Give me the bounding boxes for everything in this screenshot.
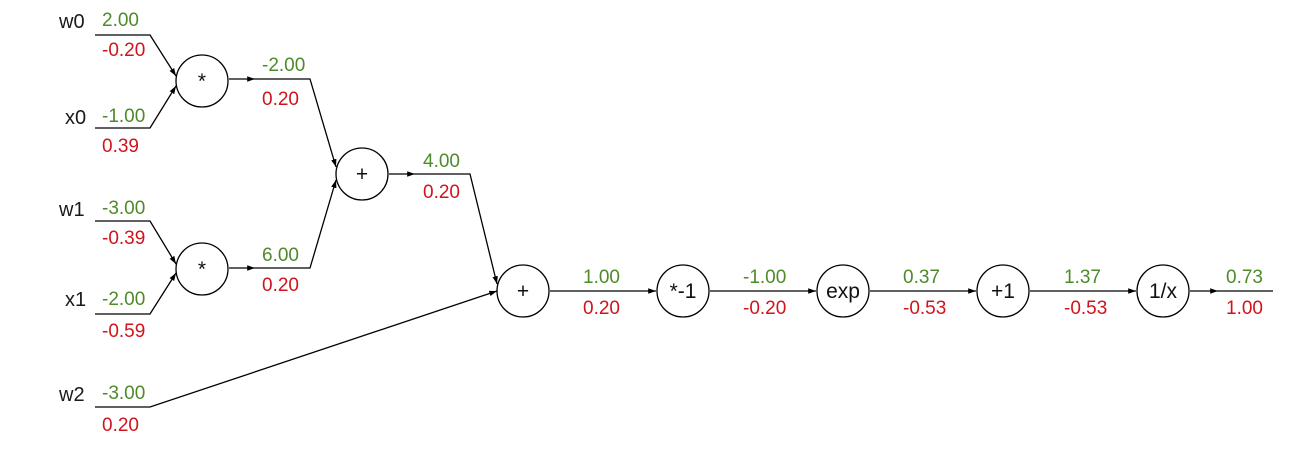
gate-label: +: [517, 280, 529, 303]
gate-add-0: +: [335, 147, 389, 201]
input-x1: x1 -2.00 -0.59: [65, 272, 177, 342]
input-label: w0: [58, 11, 85, 33]
edge-add0-out: 4.00 0.20: [389, 151, 498, 285]
gate-neg: *-1: [656, 264, 710, 318]
input-label: x1: [65, 289, 86, 311]
gate-label: *: [198, 70, 206, 93]
input-x0: x0 -1.00 0.39: [65, 85, 177, 157]
forward-value: -1.00: [743, 267, 786, 288]
forward-value: 1.00: [583, 267, 620, 288]
edge-mul0-out: -2.00 0.20: [229, 55, 337, 168]
wire: [415, 173, 498, 285]
gate-label: +1: [991, 280, 1015, 303]
gradient-value: 0.39: [102, 136, 139, 157]
input-label: w1: [58, 199, 85, 221]
gradient-value: -0.20: [743, 298, 786, 319]
gate-label: *: [198, 258, 206, 281]
input-label: w2: [58, 384, 85, 406]
gate-reciprocal: 1/x: [1136, 264, 1190, 318]
gate-mul-0: *: [175, 54, 229, 108]
input-wire: [95, 272, 177, 315]
gate-add-1: +: [496, 264, 550, 318]
edge-add1-out: 1.00 0.20: [550, 267, 656, 319]
gradient-value: 0.20: [423, 182, 460, 203]
gate-label: 1/x: [1149, 280, 1178, 303]
wire: [255, 78, 337, 168]
gate-mul-1: *: [175, 242, 229, 296]
gradient-value: -0.20: [102, 40, 145, 61]
gradient-value: 0.20: [102, 415, 139, 436]
forward-value: 2.00: [102, 10, 139, 31]
input-wire: [95, 220, 177, 265]
forward-value: -3.00: [102, 383, 145, 404]
input-w1: w1 -3.00 -0.39: [58, 198, 177, 265]
gate-label: +: [356, 163, 368, 186]
gradient-value: -0.39: [102, 228, 145, 249]
input-label: x0: [65, 107, 86, 129]
forward-value: -2.00: [262, 55, 305, 76]
gate-label: exp: [826, 280, 860, 303]
gradient-value: -0.59: [102, 321, 145, 342]
input-w0: w0 2.00 -0.20: [58, 10, 177, 77]
forward-value: 4.00: [423, 151, 460, 172]
forward-value: -2.00: [102, 289, 145, 310]
forward-value: 0.73: [1226, 267, 1263, 288]
forward-value: -3.00: [102, 198, 145, 219]
input-wire: [95, 85, 177, 129]
gradient-value: 0.20: [583, 298, 620, 319]
gradient-value: 0.20: [262, 89, 299, 110]
edge-recip-out: 0.73 1.00: [1190, 267, 1273, 319]
input-w2: w2 -3.00 0.20: [58, 290, 498, 436]
gate-exp: exp: [816, 264, 870, 318]
gradient-value: -0.53: [1064, 298, 1107, 319]
input-wire: [95, 34, 177, 77]
forward-value: -1.00: [102, 106, 145, 127]
edge-add1c-out: 1.37 -0.53: [1030, 267, 1136, 319]
wire: [255, 179, 337, 269]
gate-add-const: +1: [976, 264, 1030, 318]
edge-exp-out: 0.37 -0.53: [870, 267, 976, 319]
gradient-value: -0.53: [903, 298, 946, 319]
forward-value: 0.37: [903, 267, 940, 288]
gradient-value: 0.20: [262, 275, 299, 296]
input-wire: [95, 290, 498, 408]
forward-value: 1.37: [1064, 267, 1101, 288]
gradient-value: 1.00: [1226, 298, 1263, 319]
forward-value: 6.00: [262, 245, 299, 266]
gate-label: *-1: [670, 280, 697, 303]
edge-mul1-out: 6.00 0.20: [229, 179, 337, 296]
edge-neg-out: -1.00 -0.20: [710, 267, 816, 319]
